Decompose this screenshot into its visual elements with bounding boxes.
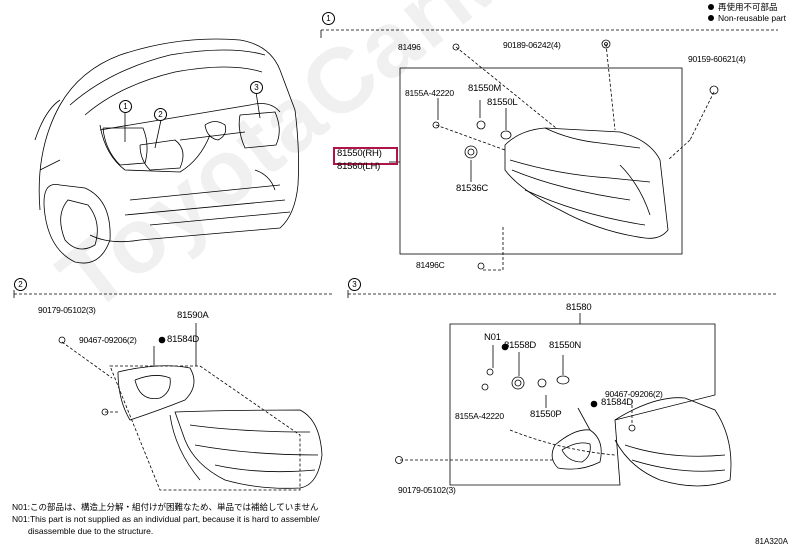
highlight-box [333,147,398,165]
note-jp: N01:この部品は、構造上分解・組付けが困難なため、単品では補給していません [12,502,319,512]
part-8155a-42220[interactable]: 8155A-42220 [405,88,454,98]
section-number-3: 3 [348,278,361,291]
part-81550p[interactable]: 81550P [530,409,562,420]
section-number-1: 1 [322,12,335,25]
legend-row-1: 再使用不可部品 [707,2,786,13]
part-81550n[interactable]: 81550N [549,340,582,351]
part-81550m[interactable]: 81550M [468,83,502,94]
part-n01[interactable]: N01 [484,332,501,343]
car-callout-2[interactable]: 2 [154,108,167,121]
non-reusable-dot-icon [707,15,714,21]
legend-row-2: Non-reusable part [707,13,786,24]
car-illustration [34,38,299,264]
part-81496[interactable]: 81496 [398,42,421,52]
legend: 再使用不可部品 Non-reusable part [707,2,786,24]
car-callout-3[interactable]: 3 [250,81,263,94]
part-81558d[interactable]: 81558D [504,340,537,351]
non-reusable-dot-icon [707,4,714,10]
part-90467-09206-s3[interactable]: 90467-09206(2) [605,389,663,399]
part-90159-60621[interactable]: 90159-60621(4) [688,54,746,64]
part-81536c[interactable]: 81536C [456,183,489,194]
part-81580[interactable]: 81580 [566,302,592,313]
part-81584d-s3[interactable]: 81584D [601,397,634,408]
part-90179-05102-s3[interactable]: 90179-05102(3) [398,485,456,495]
section-number-2: 2 [14,278,27,291]
part-90467-09206[interactable]: 90467-09206(2) [79,335,137,345]
part-81584d[interactable]: 81584D [167,334,200,345]
part-81550l[interactable]: 81550L [487,97,518,108]
part-8155a-42220-s3[interactable]: 8155A-42220 [455,411,504,421]
part-81550-rh[interactable]: 81550(RH) [337,148,382,159]
part-81496c[interactable]: 81496C [416,260,445,270]
part-90189-06242[interactable]: 90189-06242(4) [503,40,561,50]
part-81560-lh[interactable]: 81560(LH) [337,161,381,172]
note-en-1: N01:This part is not supplied as an indi… [12,514,320,524]
legend-en: Non-reusable part [717,13,786,23]
diagram-code: 81A320A [755,537,788,546]
note-en-2: disassemble due to the structure. [28,526,154,536]
part-81590a[interactable]: 81590A [177,310,209,321]
car-callout-1[interactable]: 1 [119,100,132,113]
legend-jp: 再使用不可部品 [717,2,778,12]
part-90179-05102[interactable]: 90179-05102(3) [38,305,96,315]
